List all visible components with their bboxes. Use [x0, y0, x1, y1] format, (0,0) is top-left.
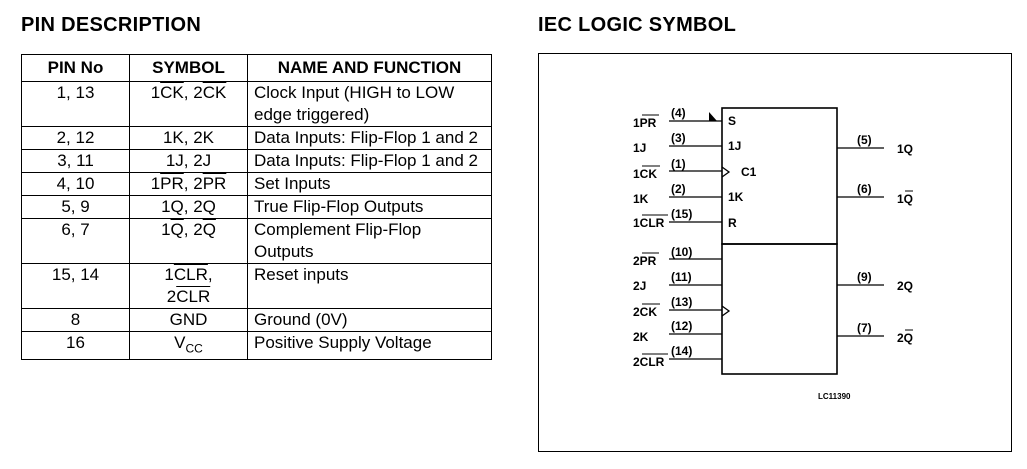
internal-label-s: S [728, 114, 736, 128]
pin-number: (7) [857, 321, 872, 335]
input-name-1pr: 1PR [633, 116, 657, 130]
input-name-2j: 2J [633, 279, 646, 293]
pin-number: (2) [671, 182, 686, 196]
input-name-2k: 2K [633, 330, 649, 344]
symbol-cell: GND [129, 308, 248, 332]
pin-number: (3) [671, 131, 686, 145]
pin-cell: 1, 13 [21, 81, 130, 127]
table-row: 15, 14 1CLR,2CLR Reset inputs [21, 263, 492, 309]
iec-logic-diagram: 1PR 1J 1CK 1K 1CLR (4) (3) (1) (2) (15) … [633, 106, 913, 401]
table-row: 8 GND Ground (0V) [21, 308, 492, 332]
flip-flop-1-block [721, 107, 838, 245]
internal-label-1j: 1J [728, 139, 741, 153]
pin-number: (5) [857, 133, 872, 147]
pin-number: (14) [671, 344, 692, 358]
function-cell: Ground (0V) [247, 308, 492, 332]
input-name-2clr: 2CLR [633, 355, 665, 369]
function-cell: True Flip-Flop Outputs [247, 195, 492, 219]
table-row: 2, 12 1K, 2K Data Inputs: Flip-Flop 1 an… [21, 126, 492, 150]
table-row: 4, 10 1PR, 2PR Set Inputs [21, 172, 492, 196]
internal-label-1k: 1K [728, 190, 744, 204]
pin-cell: 6, 7 [21, 218, 130, 264]
pin-cell: 5, 9 [21, 195, 130, 219]
symbol-cell: 1Q, 2Q [129, 195, 248, 219]
pin-number: (6) [857, 182, 872, 196]
internal-label-r: R [728, 216, 737, 230]
internal-label-c1: C1 [741, 165, 757, 179]
table-row: 16 VCC Positive Supply Voltage [21, 330, 492, 361]
input-name-2ck: 2CK [633, 305, 657, 319]
header-pin-no: PIN No [21, 54, 130, 82]
output-name-2q: 2Q [897, 279, 913, 293]
pin-number: (1) [671, 157, 686, 171]
function-cell: Data Inputs: Flip-Flop 1 and 2 [247, 149, 492, 173]
output-name-2q-bar: 2Q [897, 331, 913, 345]
pin-description-table: PIN No SYMBOL NAME AND FUNCTION 1, 13 1C… [21, 54, 492, 361]
pin-number: (12) [671, 319, 692, 333]
pin-cell: 16 [21, 330, 130, 361]
pin-number: (9) [857, 270, 872, 284]
table-row: 5, 9 1Q, 2Q True Flip-Flop Outputs [21, 195, 492, 219]
clock-triangle-icon [721, 305, 731, 317]
function-cell: Complement Flip-Flop Outputs [247, 218, 492, 264]
function-cell: Set Inputs [247, 172, 492, 196]
output-name-1q: 1Q [897, 142, 913, 156]
logic-symbol-frame: 1PR 1J 1CK 1K 1CLR (4) (3) (1) (2) (15) … [538, 53, 1012, 452]
preset-triangle-icon [709, 112, 717, 121]
function-cell: Clock Input (HIGH to LOW edge triggered) [247, 81, 492, 127]
function-cell: Data Inputs: Flip-Flop 1 and 2 [247, 126, 492, 150]
pin-number: (15) [671, 207, 692, 221]
pin-cell: 8 [21, 308, 130, 332]
function-cell: Reset inputs [247, 263, 492, 309]
header-symbol: SYMBOL [129, 54, 248, 82]
pin-number: (13) [671, 295, 692, 309]
output-name-1q-bar: 1Q [897, 192, 913, 206]
pin-description-heading: PIN DESCRIPTION [21, 14, 202, 36]
input-name-1clr: 1CLR [633, 216, 665, 230]
symbol-cell: 1J, 2J [129, 149, 248, 173]
input-name-1ck: 1CK [633, 167, 657, 181]
pin-cell: 15, 14 [21, 263, 130, 309]
symbol-cell: 1K, 2K [129, 126, 248, 150]
pin-cell: 2, 12 [21, 126, 130, 150]
iec-logic-symbol-heading: IEC LOGIC SYMBOL [538, 14, 737, 36]
symbol-cell: 1Q, 2Q [129, 218, 248, 264]
flip-flop-2-block [721, 243, 838, 375]
clock-triangle-icon [721, 166, 731, 178]
table-row: 3, 11 1J, 2J Data Inputs: Flip-Flop 1 an… [21, 149, 492, 173]
table-row: 1, 13 1CK, 2CK Clock Input (HIGH to LOW … [21, 81, 492, 127]
input-name-2pr: 2PR [633, 254, 657, 268]
symbol-cell: VCC [129, 330, 248, 361]
symbol-cell: 1CK, 2CK [129, 81, 248, 127]
table-header-row: PIN No SYMBOL NAME AND FUNCTION [21, 54, 492, 82]
function-cell: Positive Supply Voltage [247, 330, 492, 361]
input-name-1j: 1J [633, 141, 646, 155]
header-name-function: NAME AND FUNCTION [247, 54, 492, 82]
table-row: 6, 7 1Q, 2Q Complement Flip-Flop Outputs [21, 218, 492, 264]
pin-cell: 3, 11 [21, 149, 130, 173]
symbol-cell: 1PR, 2PR [129, 172, 248, 196]
pin-number: (10) [671, 245, 692, 259]
input-name-1k: 1K [633, 192, 649, 206]
pin-number: (4) [671, 106, 686, 120]
symbol-cell: 1CLR,2CLR [129, 263, 248, 309]
pin-number: (11) [671, 270, 692, 284]
reference-code: LC11390 [818, 392, 851, 401]
pin-cell: 4, 10 [21, 172, 130, 196]
